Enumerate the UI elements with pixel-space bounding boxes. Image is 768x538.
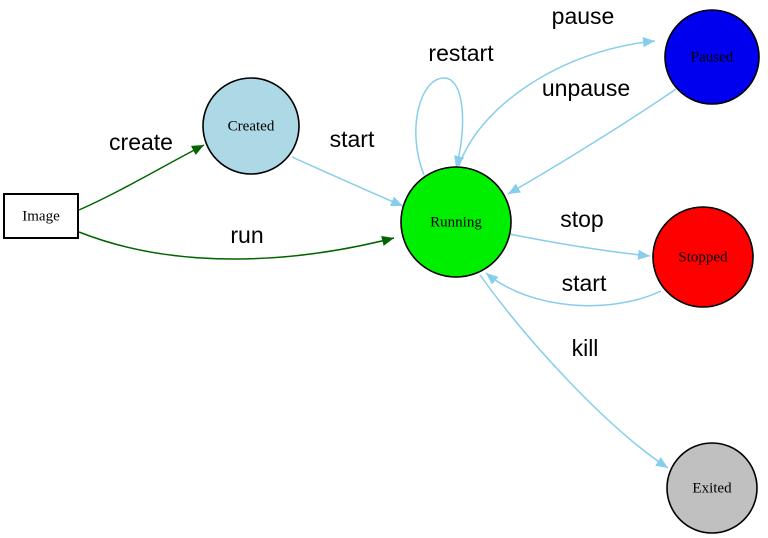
node-label-running: Running — [430, 214, 482, 230]
edge-unpause[interactable] — [507, 88, 677, 195]
edge-pause[interactable] — [458, 37, 656, 167]
node-running[interactable]: Running — [400, 166, 512, 278]
node-stopped[interactable]: Stopped — [652, 206, 754, 308]
edge-run[interactable] — [78, 231, 395, 260]
edge-label-kill: kill — [572, 335, 599, 361]
node-shape-image[interactable] — [3, 193, 79, 239]
edge-label-create: create — [109, 129, 173, 155]
node-label-exited: Exited — [692, 480, 732, 496]
node-paused[interactable]: Paused — [664, 9, 760, 105]
edge-label-restart: restart — [428, 40, 494, 66]
edge-create[interactable] — [78, 144, 205, 211]
node-shape-exited[interactable] — [666, 442, 758, 534]
edge-label-run: run — [230, 222, 263, 248]
node-label-image: Image — [22, 208, 60, 224]
edge-labels-layer: create run start restart pause unpause stop sta… — [109, 3, 630, 361]
node-label-created: Created — [228, 118, 275, 134]
node-shape-stopped[interactable] — [652, 206, 754, 308]
node-shape-paused[interactable] — [664, 9, 760, 105]
edge-label-stop: stop — [560, 206, 603, 232]
edge-start-stopped[interactable] — [485, 272, 662, 307]
edge-label-start-stopped: start — [562, 270, 607, 296]
edge-kill[interactable] — [479, 274, 669, 469]
node-label-stopped: Stopped — [678, 249, 728, 265]
node-label-paused: Paused — [691, 49, 734, 65]
edge-label-start-created: start — [330, 126, 375, 152]
edge-label-unpause: unpause — [542, 75, 630, 101]
edge-stop[interactable] — [508, 233, 651, 260]
node-shape-running[interactable] — [400, 166, 512, 278]
node-created[interactable]: Created — [202, 77, 300, 175]
edges-layer — [78, 37, 677, 469]
node-shape-created[interactable] — [202, 77, 300, 175]
node-image[interactable]: Image — [3, 193, 79, 239]
node-exited[interactable]: Exited — [666, 442, 758, 534]
edge-label-pause: pause — [552, 3, 615, 29]
edge-restart[interactable] — [415, 77, 465, 176]
edge-start-created[interactable] — [291, 156, 404, 207]
